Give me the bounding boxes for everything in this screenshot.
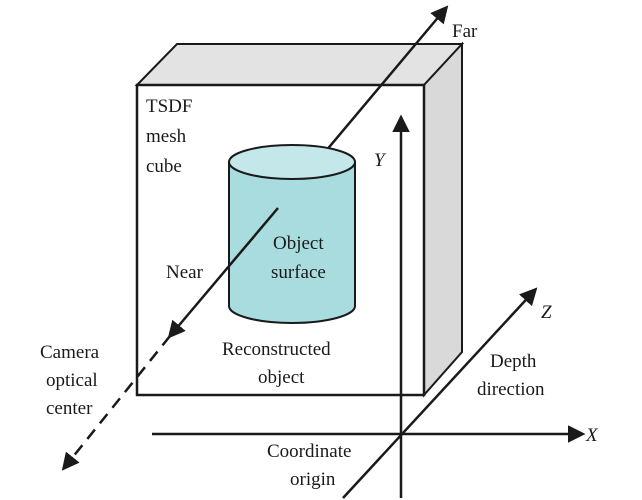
reconstructed-label-line1: Reconstructed [222, 339, 331, 360]
object-cylinder [228, 144, 356, 324]
camera-label-line3: center [46, 398, 93, 419]
coordinate-label-line2: origin [290, 469, 336, 490]
camera-label-line2: optical [46, 370, 98, 391]
tsdf-label-line3: cube [146, 156, 182, 177]
cylinder-top [228, 144, 356, 180]
cylinder-body [228, 161, 356, 324]
axis-y-label: Y [374, 150, 387, 171]
camera-ray [61, 335, 171, 471]
z-axis [342, 287, 538, 499]
near-label: Near [166, 262, 204, 283]
object-surface-label-line2: surface [271, 262, 326, 283]
object-surface-label-line1: Object [273, 233, 324, 254]
far-label: Far [452, 21, 478, 42]
tsdf-label-line1: TSDF [146, 96, 192, 117]
near-ray [167, 207, 279, 339]
camera-label-line1: Camera [40, 342, 100, 363]
axis-x-label: X [585, 425, 599, 446]
cube-top-face [134, 43, 465, 86]
coordinate-label-line1: Coordinate [267, 441, 351, 462]
axis-z-label: Z [541, 302, 552, 323]
cube-side-face [423, 41, 463, 398]
depth-label-line2: direction [477, 379, 545, 400]
depth-label-line1: Depth [490, 351, 537, 372]
tsdf-label-line2: mesh [146, 126, 187, 147]
reconstructed-label-line2: object [258, 367, 305, 388]
